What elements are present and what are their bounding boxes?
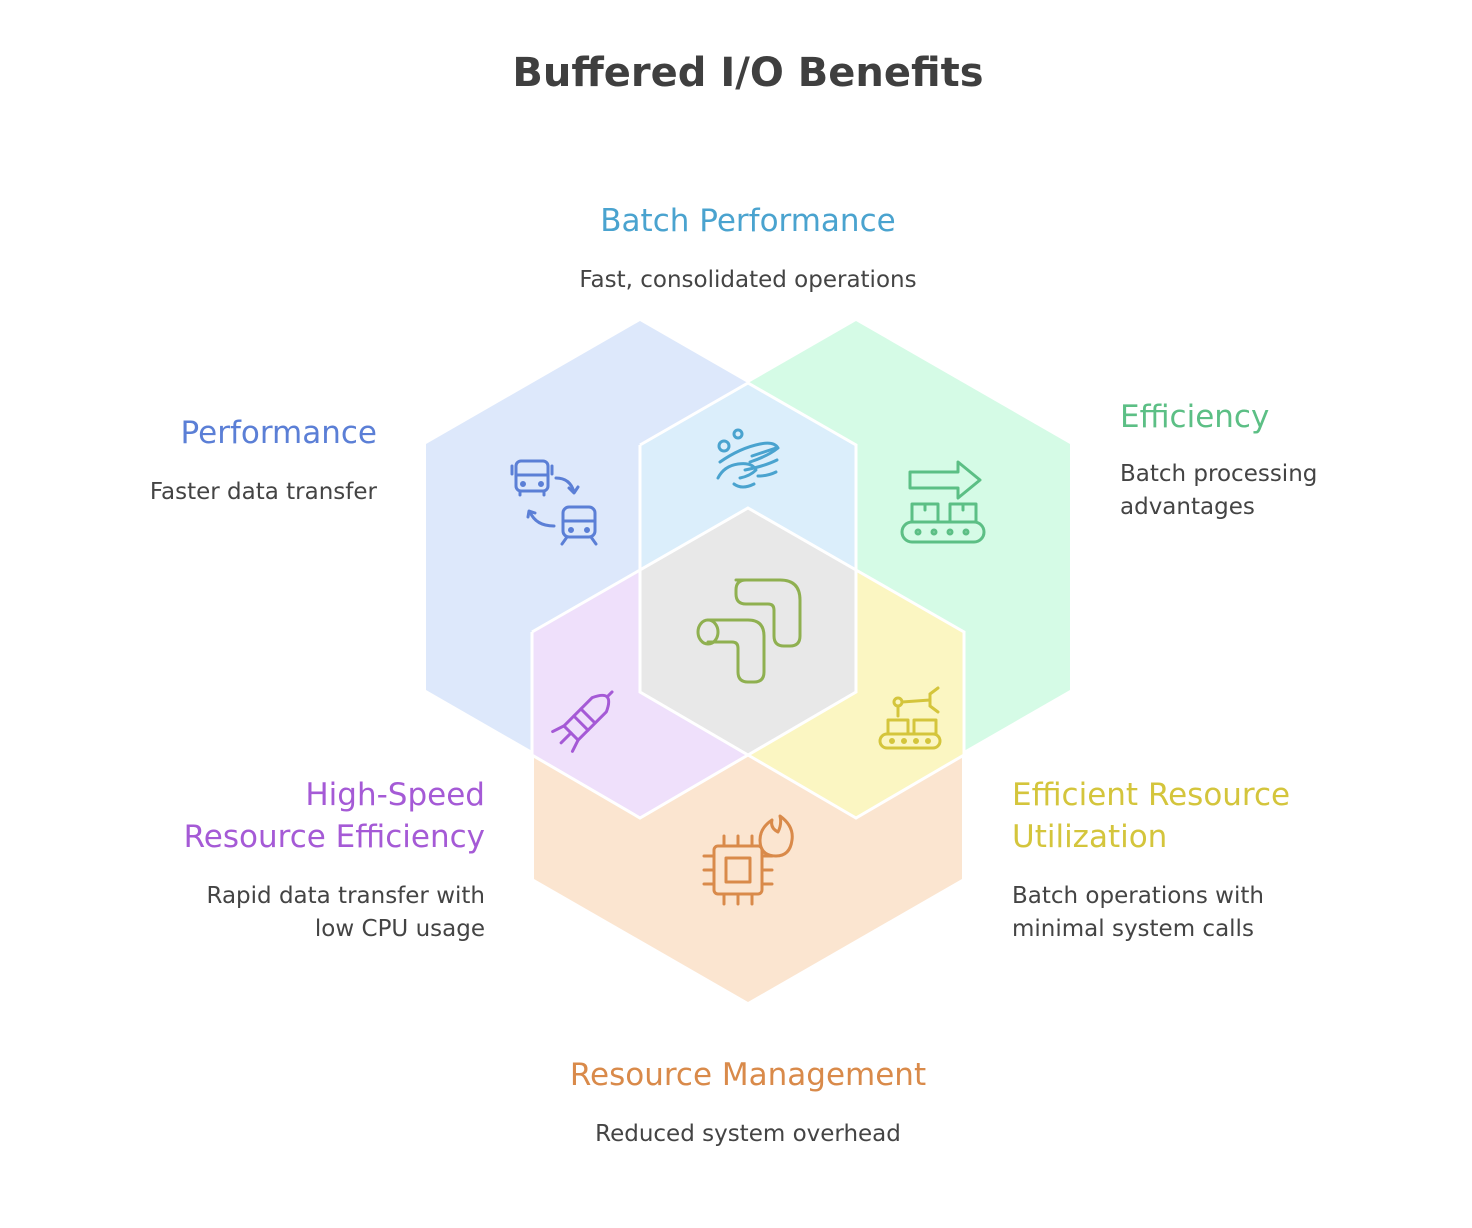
high-speed-description-line: Rapid data transfer with [206, 883, 485, 909]
efficient-resource-label-line: Utilization [1012, 819, 1168, 855]
efficiency-description: Batch processing advantages [1120, 458, 1450, 524]
efficiency-label: Efficiency [1120, 399, 1270, 435]
performance-description: Faster data transfer [149, 479, 377, 505]
batch-performance-label: Batch Performance [600, 203, 896, 239]
cpu-fire-icon [702, 814, 794, 906]
batch-performance-description: Fast, consolidated operations [579, 267, 917, 293]
efficient-resource-label-line: Efficient Resource [1012, 777, 1291, 813]
efficient-resource-description: Batch operations with minimal system cal… [1012, 880, 1452, 946]
region-efficient-resource [748, 570, 964, 818]
high-speed-label-line: Resource Efficiency [183, 819, 485, 855]
rocket-icon [551, 690, 614, 753]
efficiency-description-line: Batch processing [1120, 461, 1318, 487]
fast-wind-icon [716, 428, 780, 489]
efficient-resource-description-line: Batch operations with [1012, 883, 1264, 909]
high-speed-label: High-Speed Resource Efficiency [60, 774, 485, 858]
efficiency-description-line: advantages [1120, 494, 1255, 520]
resource-management-label: Resource Management [569, 1057, 927, 1093]
pipe-icon [696, 578, 802, 684]
efficient-resource-description-line: minimal system calls [1012, 916, 1254, 942]
high-speed-description-line: low CPU usage [314, 916, 485, 942]
performance-label: Performance [180, 415, 377, 451]
resource-management-description: Reduced system overhead [595, 1121, 901, 1147]
bus-train-transfer-icon [510, 459, 598, 546]
efficient-resource-label: Efficient Resource Utilization [1012, 774, 1452, 858]
robot-arm-icon [878, 686, 942, 750]
region-high-speed [532, 570, 748, 818]
high-speed-label-line: High-Speed [305, 777, 485, 813]
diagram-title: Buffered I/O Benefits [512, 50, 984, 96]
region-center [640, 508, 856, 755]
conveyor-arrow-icon [900, 460, 986, 544]
high-speed-description: Rapid data transfer with low CPU usage [60, 880, 485, 946]
